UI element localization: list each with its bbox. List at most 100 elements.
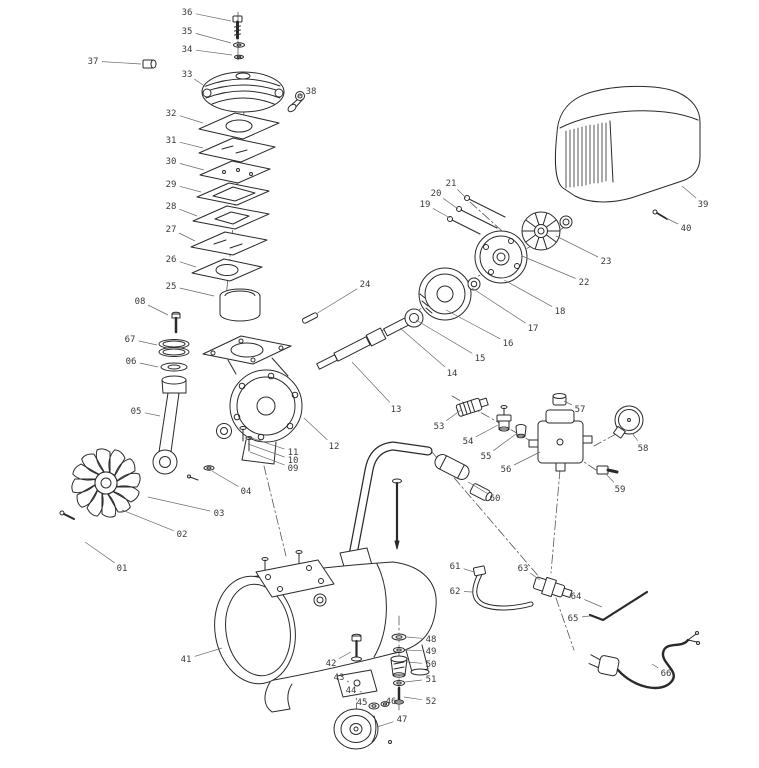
leader-line-18 <box>503 279 553 307</box>
part-label-56: 56 <box>501 465 512 475</box>
leader-line-54 <box>475 424 499 438</box>
leader-line-65 <box>581 615 591 618</box>
check-valve-drawing <box>473 566 573 608</box>
part-label-19: 19 <box>420 200 431 210</box>
leader-line-21 <box>457 189 467 199</box>
part-label-57: 57 <box>575 405 586 415</box>
leader-line-05 <box>144 412 161 417</box>
leader-line-39 <box>681 185 697 199</box>
leader-line-40 <box>665 217 679 225</box>
cooling-fan-drawing <box>522 212 572 250</box>
part-label-50: 50 <box>426 660 437 670</box>
part-label-05: 05 <box>131 407 142 417</box>
part-label-38: 38 <box>306 87 317 97</box>
leader-line-64 <box>584 599 603 608</box>
part-label-42: 42 <box>326 659 337 669</box>
rotor-drawing <box>419 268 480 320</box>
leader-line-61 <box>463 568 475 573</box>
part-label-39: 39 <box>698 200 709 210</box>
leader-line-28 <box>179 208 198 217</box>
leader-line-06 <box>139 362 159 368</box>
bearing-plate-drawing <box>475 231 527 283</box>
leader-line-24 <box>315 288 358 315</box>
leader-line-09 <box>249 451 285 466</box>
part-label-47: 47 <box>397 715 408 725</box>
leader-line-12 <box>303 417 328 441</box>
part-label-63: 63 <box>518 564 529 574</box>
leader-line-30 <box>179 163 205 171</box>
leader-line-20 <box>443 198 459 210</box>
wheel-parts-drawing <box>334 634 392 749</box>
part-label-21: 21 <box>446 179 457 189</box>
part-label-59: 59 <box>615 485 626 495</box>
part-label-64: 64 <box>571 592 582 602</box>
part-label-41: 41 <box>181 655 192 665</box>
part-label-29: 29 <box>166 180 177 190</box>
leader-line-04 <box>211 470 239 487</box>
leader-line-32 <box>179 115 204 124</box>
pressure-switch-drawing <box>529 394 592 472</box>
part-label-14: 14 <box>447 369 458 379</box>
leader-line-37 <box>101 61 142 65</box>
part-label-62: 62 <box>450 587 461 597</box>
part-label-30: 30 <box>166 157 177 167</box>
leader-line-49 <box>404 649 423 652</box>
leader-line-08 <box>147 304 169 316</box>
fan-wheel-drawing <box>60 448 141 519</box>
crankshaft-drawing <box>302 309 423 369</box>
leader-line-60 <box>467 481 488 494</box>
leader-line-63 <box>530 572 541 581</box>
drain-rod-drawing <box>590 592 647 620</box>
leader-line-29 <box>179 185 202 193</box>
leader-line-41 <box>194 647 223 657</box>
leader-line-14 <box>399 327 446 368</box>
part-label-48: 48 <box>426 635 437 645</box>
leader-line-19 <box>432 208 451 219</box>
leader-line-62 <box>463 591 473 593</box>
part-label-20: 20 <box>431 189 442 199</box>
leader-line-67 <box>138 340 158 346</box>
regulator-parts-drawing <box>456 396 526 438</box>
part-label-60: 60 <box>490 494 501 504</box>
leader-line-01 <box>84 541 115 564</box>
leader-line-53 <box>446 409 462 421</box>
part-label-45: 45 <box>357 698 368 708</box>
part-label-01: 01 <box>117 564 128 574</box>
part-label-35: 35 <box>182 27 193 37</box>
leader-line-25 <box>179 287 215 297</box>
motor-bolt-drawing <box>448 196 506 235</box>
part-label-49: 49 <box>426 647 437 657</box>
part-label-04: 04 <box>241 487 252 497</box>
part-label-28: 28 <box>166 202 177 212</box>
leader-line-34 <box>195 49 233 56</box>
part-label-10: 10 <box>288 456 299 466</box>
part-label-66: 66 <box>661 669 672 679</box>
leader-line-46 <box>383 703 387 706</box>
part-label-58: 58 <box>638 444 649 454</box>
part-label-37: 37 <box>88 57 99 67</box>
part-label-23: 23 <box>601 257 612 267</box>
power-cord-drawing <box>588 632 700 688</box>
part-label-67: 67 <box>125 335 136 345</box>
part-callouts: 0102030405066708091011121314151617181920… <box>84 8 709 728</box>
leader-line-26 <box>179 261 197 268</box>
part-label-26: 26 <box>166 255 177 265</box>
handle-drawing <box>340 446 494 570</box>
part-label-34: 34 <box>182 45 193 55</box>
leader-line-23 <box>555 235 599 258</box>
leader-line-43 <box>346 680 350 683</box>
part-label-15: 15 <box>475 354 486 364</box>
leader-line-31 <box>179 141 204 149</box>
leader-line-17 <box>471 287 526 324</box>
valve-plate-stack-drawing <box>191 113 279 321</box>
part-label-65: 65 <box>568 614 579 624</box>
leader-line-22 <box>521 255 576 279</box>
leader-line-33 <box>194 78 207 88</box>
part-label-16: 16 <box>503 339 514 349</box>
part-label-18: 18 <box>555 307 566 317</box>
part-label-54: 54 <box>463 437 474 447</box>
leader-line-27 <box>178 232 196 242</box>
head-cover-drawing <box>202 72 284 112</box>
